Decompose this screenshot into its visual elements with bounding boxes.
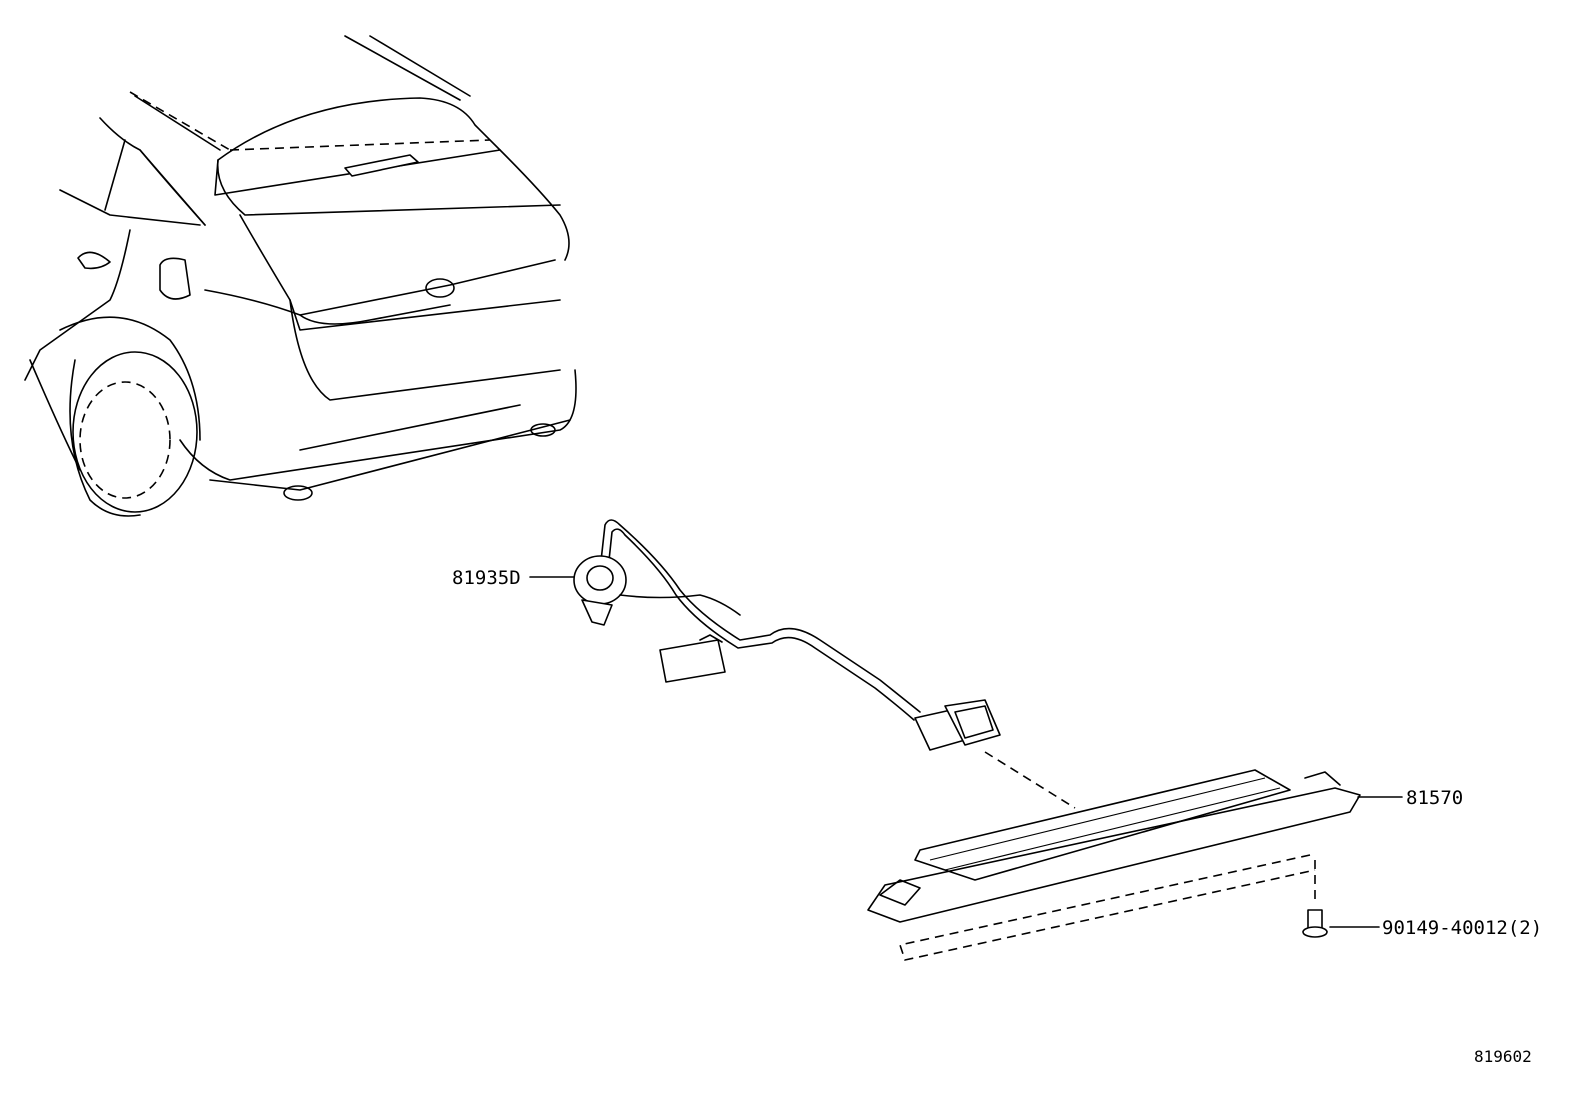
illustration-ref-number: 819602	[1474, 1047, 1532, 1066]
stop-lamp-81570	[867, 769, 1361, 923]
connector	[914, 699, 1001, 751]
label-bulb-socket: 81935D	[452, 567, 521, 589]
bulb-socket-81935D	[573, 555, 741, 626]
label-stop-lamp: 81570	[1406, 787, 1463, 809]
wire-harness	[573, 519, 1076, 809]
vehicle-illustration	[24, 35, 577, 517]
label-screw: 90149-40012(2)	[1382, 917, 1542, 939]
screw-90149-40012	[1302, 909, 1328, 938]
